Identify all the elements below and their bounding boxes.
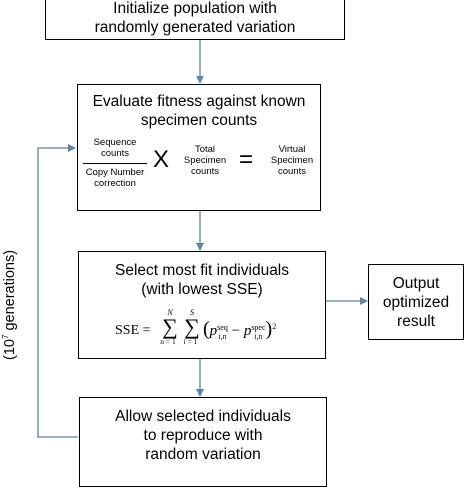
total-line1: Total (194, 144, 216, 155)
initialize-line2: randomly generated variation (94, 19, 296, 36)
reproduce-line1: Allow selected individuals (115, 408, 291, 425)
virtual-line2: Specimen (270, 155, 314, 166)
fitness-equation: Sequence counts Copy Number correction X… (78, 135, 320, 205)
generations-prefix: (10 (2, 339, 18, 360)
p-spec-sub: i,n (254, 331, 263, 341)
generations-exponent: 7 (1, 334, 11, 340)
fraction-numerator-2: counts (101, 148, 129, 159)
connector-lines (37, 40, 368, 438)
output-line2: optimized (382, 294, 450, 311)
evaluate-line2: specimen counts (140, 112, 258, 129)
outer-sum-upper: N (167, 308, 173, 317)
generations-label: (107 generations) (1, 249, 18, 360)
fraction: Sequence counts Copy Number correction (83, 137, 147, 189)
reproduce-line2: to reproduce with (143, 427, 263, 444)
total-line3: counts (191, 166, 219, 177)
reproduce-line3: random variation (145, 446, 261, 463)
p-seq-sup: seq (217, 322, 228, 332)
total-specimen-counts: Total Specimen counts (180, 144, 230, 177)
inner-sum-upper: S (190, 308, 194, 317)
reproduce-box: Allow selected individuals to reproduce … (79, 397, 327, 487)
p-seq-sub: i,n (218, 331, 227, 341)
evaluate-line1: Evaluate fitness against known (92, 93, 306, 110)
virtual-line1: Virtual (278, 144, 306, 155)
times-symbol: X (153, 146, 170, 173)
p-spec-sup: spec (251, 322, 266, 332)
output-line1: Output (392, 275, 440, 292)
outer-sum: N ∑ n = 1 (160, 308, 179, 346)
evaluate-box: Evaluate fitness against known specimen … (77, 84, 321, 211)
initialize-box: Initialize population with randomly gene… (45, 0, 345, 40)
virtual-specimen-counts: Virtual Specimen counts (266, 144, 318, 177)
loop-back-line (37, 144, 78, 438)
total-line2: Specimen (183, 155, 227, 166)
output-box: Output optimized result (368, 264, 464, 340)
fraction-bar (83, 163, 147, 164)
fraction-denominator-1: Copy Number (85, 167, 145, 178)
sse-lhs-text: SSE (115, 323, 140, 338)
output-line3: result (397, 313, 435, 330)
fraction-numerator-1: Sequence (93, 137, 137, 148)
select-line1: Select most fit individuals (114, 262, 290, 279)
inner-sum-lower: i = 1 (183, 337, 198, 346)
virtual-line3: counts (278, 166, 306, 177)
initialize-line1: Initialize population with (113, 0, 277, 17)
sse-lhs: SSE = (115, 323, 151, 338)
square-exponent: 2 (272, 322, 277, 331)
select-line2: (with lowest SSE) (141, 281, 263, 298)
inner-sigma: ∑ (184, 314, 200, 339)
inner-sum: S ∑ i = 1 (183, 308, 201, 346)
equals-symbol: = (239, 146, 254, 173)
select-box: Select most fit individuals (with lowest… (78, 251, 326, 359)
fraction-denominator-2: correction (94, 178, 136, 189)
outer-sum-lower: n = 1 (160, 337, 176, 346)
generations-suffix: generations) (2, 249, 18, 335)
outer-sigma: ∑ (162, 314, 178, 339)
